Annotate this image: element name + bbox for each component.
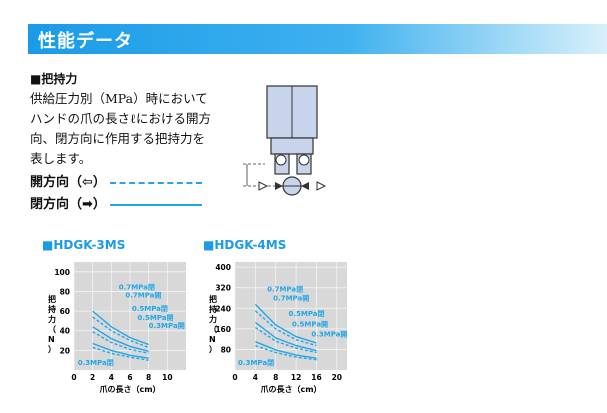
x-tick-label: 12 [291,373,301,382]
y-axis-label: 把持力（N） [209,294,217,354]
y-tick-label: 40 [60,327,70,336]
series-label: 0.7MPa閉 [267,285,303,294]
y-axis-label-char: N [48,335,55,344]
x-tick-label: 8 [273,373,278,382]
chart-title: ■HDGK-3MS [42,238,126,252]
x-tick-label: 0 [232,373,237,382]
x-tick-label: 0 [71,373,76,382]
series-line [92,316,149,349]
chart-title: ■HDGK-4MS [203,238,287,252]
description-line: 表します。 [30,151,92,166]
y-tick-label: 320 [215,284,231,293]
y-axis-label-char: 力 [209,314,217,324]
legend-close-solid-line [109,203,202,206]
gripper-jaw-block [270,137,314,155]
y-axis-label-char: 持 [209,304,217,314]
x-tick-label: 2 [90,373,95,382]
y-axis-label-char: N [209,335,216,344]
finger-pin-left [275,154,287,166]
y-axis-label-char: （ [209,324,217,334]
y-axis-label-char: （ [48,324,56,334]
series-line [92,310,149,346]
series-label: 0.3MPa開 [311,330,347,339]
series-line [255,327,317,354]
series-line [254,310,317,347]
y-tick-label: 400 [215,263,231,272]
description-line: ハンドの爪の長さℓにおける開方 [30,111,211,126]
series-label: 0.3MPa閉 [78,358,114,367]
series-label: 0.5MPa閉 [288,309,324,318]
description-line: 供給圧力別（MPa）時において [30,91,208,106]
series-line [92,326,149,352]
y-axis-label-char: 把 [209,294,217,304]
y-axis-label-char: 力 [48,314,56,324]
x-axis-label: 爪の長さ（cm） [99,384,160,394]
series-label: 0.3MPa開 [149,321,185,330]
x-tick-label: 16 [311,373,321,382]
y-tick-label: 100 [54,268,70,277]
y-tick-label: 80 [221,345,231,354]
y-tick-label: 20 [60,346,70,355]
series-line [92,331,149,354]
gripper-diagram [235,82,345,202]
finger-pin-right [298,154,310,166]
series-label: 0.7MPa閉 [119,282,155,291]
chart-hdgk-4ms: ■HDGK-4MS 0 4 8 12 16 20 80 160 240 320 400 0.7MPa閉… [203,238,363,408]
series-line [92,342,149,359]
y-axis-label-char: 持 [48,304,56,314]
y-tick-label: 160 [215,325,231,334]
series-label: 0.3MPa閉 [238,358,274,367]
x-tick-label: 4 [253,373,258,382]
series-label: 0.5MPa開 [292,319,328,328]
series-line [255,344,317,361]
arrow-open-right-icon [316,181,327,191]
description: 供給圧力別（MPa）時において ハンドの爪の長さℓにおける開方 向、閉方向に作用… [30,89,230,169]
arrow-close-left-icon [275,182,283,190]
y-axis-label-char: ） [209,344,217,354]
x-tick-label: 20 [332,373,342,382]
x-tick-label: 6 [127,373,132,382]
series-line [255,341,317,359]
legend-open-dashed-line [109,181,202,184]
description-line: 向、閉方向に作用する把持力を [30,131,206,146]
arrow-open-left-icon [258,181,269,191]
x-tick-label: 4 [109,373,114,382]
y-axis-label: 把持力（N） [48,294,56,354]
series-label: 0.7MPa開 [273,294,309,303]
series-label: 0.7MPa開 [125,290,161,299]
legend-open-label: 開方向（⇦） [30,175,106,190]
y-tick-label: 80 [60,287,70,296]
x-tick-label: 10 [162,373,172,382]
series-label: 0.5MPa開 [137,313,173,322]
plot-area [235,262,347,370]
gripper-diagram-svg [243,85,327,196]
x-tick-label: 8 [146,373,151,382]
legend-close-label: 閉方向（➡） [30,197,106,212]
x-axis-label: 爪の長さ（cm） [260,384,321,394]
legend-close: 閉方向（➡） [30,193,202,212]
y-axis-label-char: 把 [48,294,56,304]
series-label: 0.5MPa閉 [132,304,168,313]
y-tick-label: 60 [60,307,70,316]
y-axis-label-char: ） [48,344,56,354]
legend-open: 開方向（⇦） [30,171,202,190]
arrow-close-right-icon [301,182,309,190]
y-tick-label: 240 [215,304,231,313]
series-line [254,303,317,344]
section-title: ■把持力 [30,72,78,86]
series-line [254,321,317,352]
section-header-title: 性能データ [38,31,133,52]
section-header-bar: 性能データ [28,24,607,54]
